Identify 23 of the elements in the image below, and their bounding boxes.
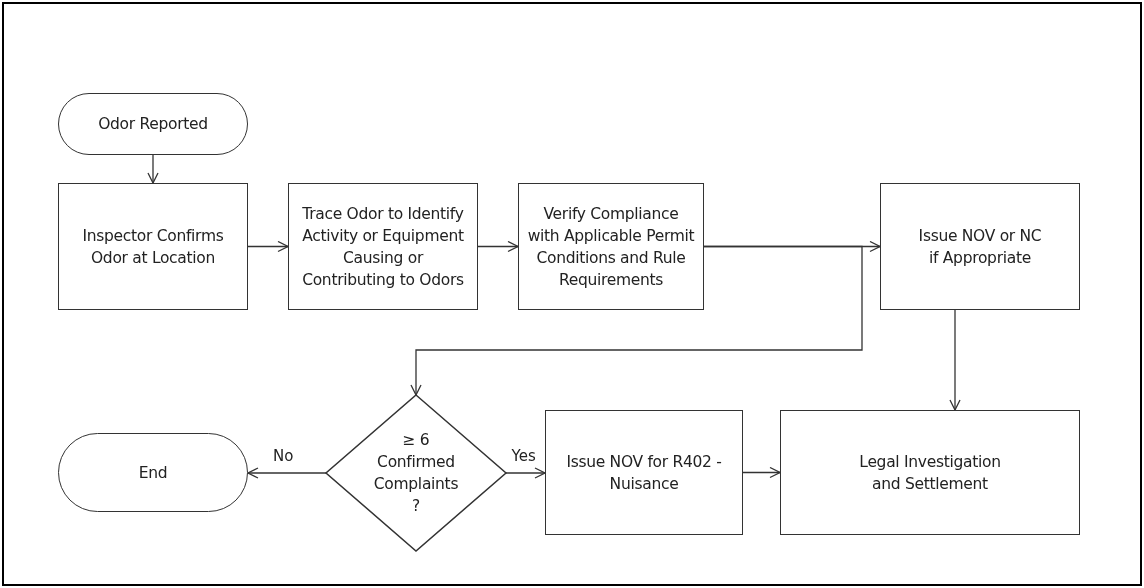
- arrow: [505, 467, 546, 479]
- node-label: ≥ 6 Confirmed Complaints ?: [372, 430, 460, 517]
- node-label: Odor Reported: [97, 114, 209, 135]
- node-label: Trace Odor to Identify Activity or Equipment Causing or Contributing to Odors: [301, 203, 465, 291]
- arrow: [742, 466, 781, 479]
- process-box: [288, 183, 478, 310]
- node-label: Legal Investigation and Settlement: [858, 451, 1002, 495]
- process-box: [545, 410, 743, 535]
- process-box: [780, 410, 1080, 535]
- node-label: Inspector Confirms Odor at Location: [81, 225, 225, 269]
- arrow: [410, 245, 863, 396]
- arrow: [247, 240, 289, 253]
- arrow: [477, 240, 519, 253]
- node-label: Issue NOV for R402 - Nuisance: [565, 451, 723, 495]
- arrow: [147, 154, 159, 184]
- node-label: Verify Compliance with Applicable Permit Conditions and Rule Requirements: [526, 203, 696, 291]
- process-box: [518, 183, 704, 310]
- arrow: [247, 467, 327, 479]
- process-box: [880, 183, 1080, 310]
- process-box: [58, 183, 248, 310]
- node-label: End: [137, 462, 169, 484]
- arrow: [949, 309, 961, 411]
- node-label: Issue NOV or NC if Appropriate: [917, 225, 1043, 269]
